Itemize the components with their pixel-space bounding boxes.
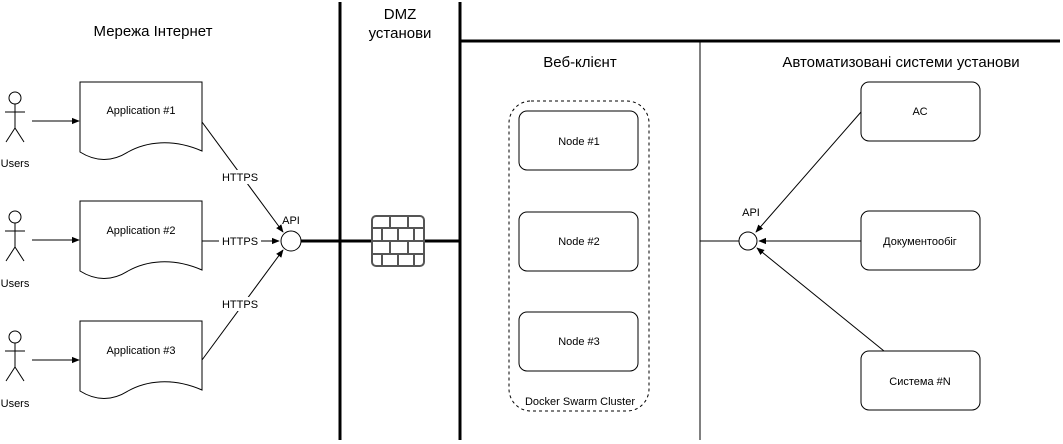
https-label-3: HTTPS [222,299,258,311]
zone-title-webclient: Веб-клієнт [543,54,617,71]
zone-title-systems: Автоматизовані системи установи [782,54,1019,71]
system-document-flow-label: Документообіг [883,236,957,248]
application-1-document[interactable] [79,81,203,160]
user-1-label: Users [1,158,30,170]
application-2-document[interactable] [79,200,203,279]
user-3-person-icon [5,330,25,382]
node-1[interactable] [518,110,639,171]
node-2-label: Node #2 [558,236,600,248]
https-label-bg-1 [219,170,261,184]
system-ac[interactable] [860,81,981,142]
zone-title-dmz-line1: DMZ [384,6,417,23]
application-3-document[interactable] [79,320,203,399]
application-3-label: Application #3 [106,345,175,357]
api-right-interface[interactable] [738,231,758,251]
system-n-label: Система #N [889,376,950,388]
node-2[interactable] [518,211,639,272]
user-2-person-icon [5,210,25,262]
user-1-person-icon [5,91,25,143]
firewall-icon [371,215,425,267]
zone-title-dmz-line2: установи [369,25,432,42]
node-1-label: Node #1 [558,136,600,148]
system-n[interactable] [860,350,981,411]
https-label-2: HTTPS [222,236,258,248]
api-left-interface[interactable] [280,230,302,252]
api-left-label: API [282,215,300,227]
user-2-label: Users [1,278,30,290]
https-label-bg-2 [219,234,261,248]
system-ac-label: АС [912,106,927,118]
zone-title-internet: Мережа Інтернет [94,23,213,40]
https-label-1: HTTPS [222,172,258,184]
cluster-label: Docker Swarm Cluster [525,396,635,408]
arrow-system-n-api [756,247,885,352]
application-1-label: Application #1 [106,105,175,117]
node-3-label: Node #3 [558,336,600,348]
node-3[interactable] [518,311,639,372]
api-right-label: API [742,207,760,219]
user-3-label: Users [1,398,30,410]
https-label-bg-3 [219,297,261,311]
arrow-ac-api [755,111,862,233]
application-2-label: Application #2 [106,225,175,237]
